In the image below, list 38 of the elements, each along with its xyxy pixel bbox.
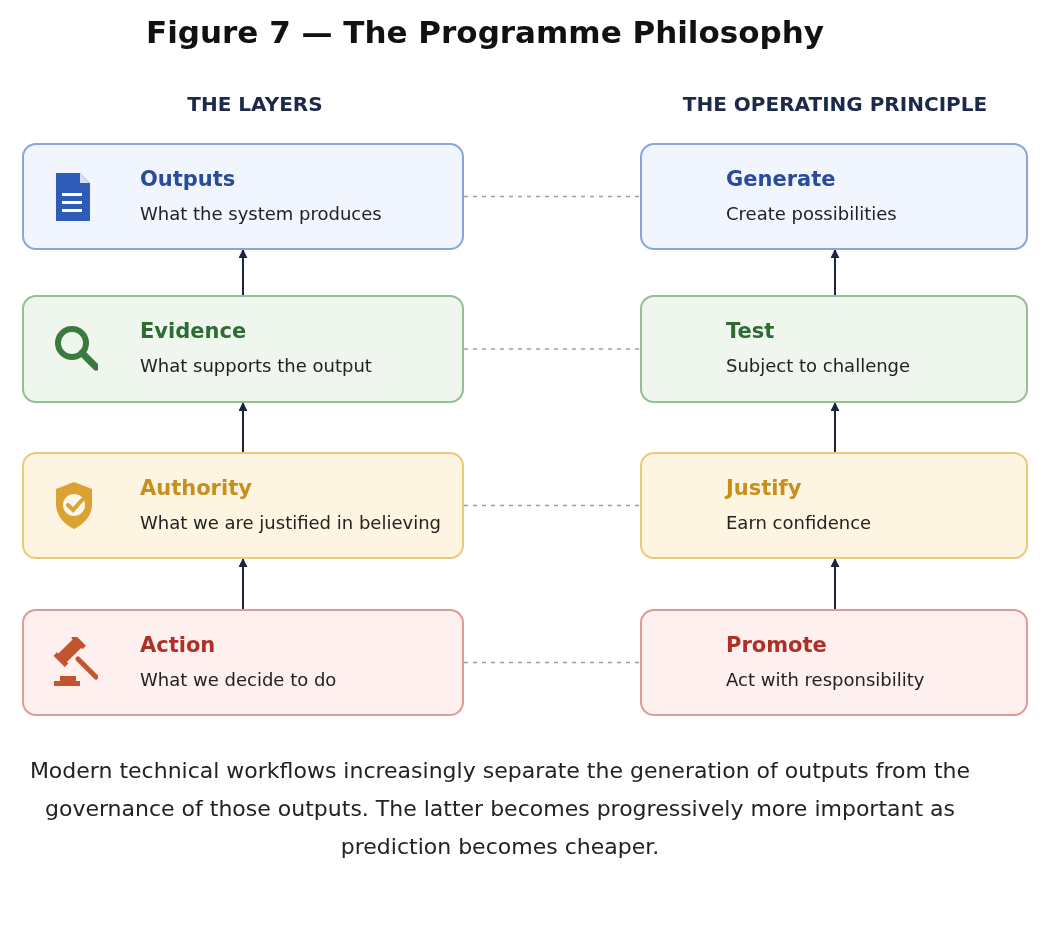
figure-title: Figure 7 — The Programme Philosophy bbox=[144, 14, 825, 50]
card-description: Create possibilities bbox=[726, 203, 897, 224]
card-description: What supports the output bbox=[140, 355, 372, 376]
card-description: Earn confidence bbox=[726, 512, 872, 533]
layer-card bbox=[22, 295, 464, 403]
layer-card bbox=[22, 143, 464, 250]
dashed-connector bbox=[463, 348, 641, 350]
arrow bbox=[830, 402, 840, 453]
dashed-connector bbox=[463, 661, 641, 664]
arrow bbox=[238, 249, 248, 296]
card-title: Evidence bbox=[140, 319, 247, 343]
column-heading: THE LAYERS bbox=[186, 92, 324, 116]
card-title: Generate bbox=[726, 167, 836, 191]
card-title: Action bbox=[140, 633, 216, 657]
layer-card bbox=[22, 452, 464, 559]
card-title: Outputs bbox=[140, 167, 236, 191]
layer-card bbox=[640, 295, 1028, 403]
dashed-connector bbox=[463, 504, 641, 507]
card-description: What the system produces bbox=[140, 203, 382, 224]
card-title: Justify bbox=[726, 476, 802, 500]
card-description: Subject to challenge bbox=[726, 355, 911, 376]
column-heading: THE OPERATING PRINCIPLE bbox=[681, 92, 989, 116]
card-description: What we are justified in believing bbox=[140, 512, 441, 533]
arrow bbox=[238, 402, 248, 453]
card-description: What we decide to do bbox=[140, 669, 337, 690]
caption: Modern technical workflows increasingly separate the generation of outputs from the governance of those outputs. The latter becomes progressively more important as prediction becomes cheaper. bbox=[28, 757, 972, 861]
arrow bbox=[830, 558, 840, 610]
card-description: Act with responsibility bbox=[726, 669, 925, 690]
layer-card bbox=[640, 452, 1028, 559]
arrow bbox=[830, 249, 840, 296]
arrow bbox=[238, 558, 248, 610]
card-title: Promote bbox=[726, 633, 827, 657]
layer-card bbox=[22, 609, 464, 716]
card-title: Test bbox=[726, 319, 775, 343]
card-title: Authority bbox=[140, 476, 252, 500]
dashed-connector bbox=[463, 195, 641, 198]
layer-card bbox=[640, 143, 1028, 250]
layer-card bbox=[640, 609, 1028, 716]
